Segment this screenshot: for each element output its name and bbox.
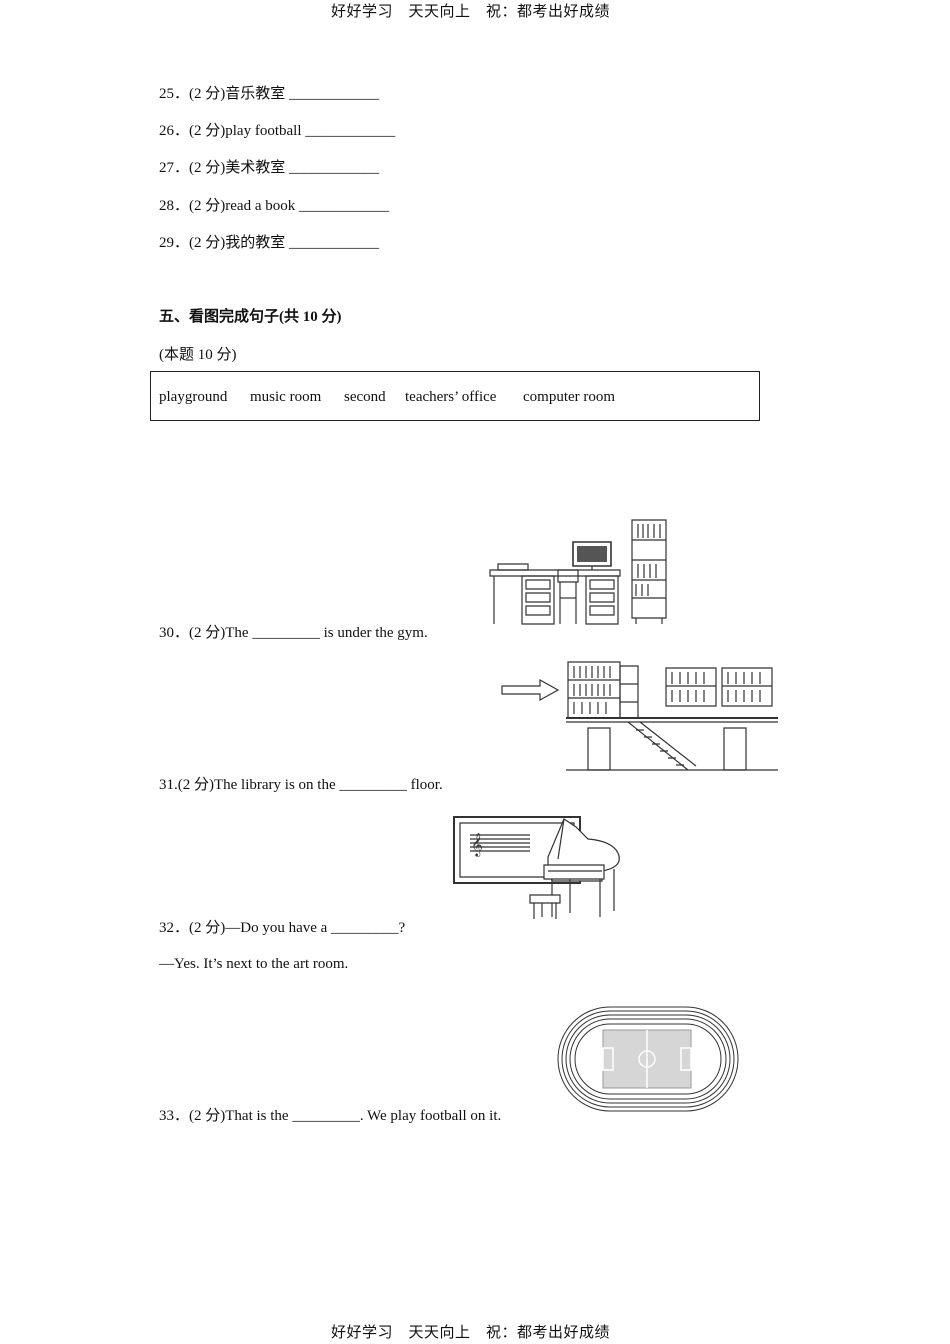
- question-text: (2 分)play football ____________: [189, 123, 396, 139]
- question-27: 27．(2 分)美术教室 ____________: [159, 156, 379, 177]
- question-text: (2 分)美术教室 ____________: [189, 160, 380, 176]
- question-number: 31.: [159, 777, 178, 793]
- section-note: (本题 10 分): [159, 347, 237, 363]
- door: [724, 728, 746, 770]
- question-text: —Yes. It’s next to the art room.: [159, 956, 349, 972]
- music-room-picture: 𝄞: [452, 813, 632, 923]
- question-text: (2 分)音乐教室 ____________: [189, 86, 380, 102]
- question-26: 26．(2 分)play football ____________: [159, 119, 395, 140]
- bookshelf: [568, 662, 620, 718]
- question-28: 28．(2 分)read a book ____________: [159, 194, 389, 215]
- question-number: 26．: [159, 123, 190, 139]
- door: [588, 728, 610, 770]
- section-title: 五、看图完成句子(共 10 分): [159, 309, 342, 325]
- question-32-answer-line: —Yes. It’s next to the art room.: [159, 956, 348, 973]
- chair: [558, 570, 578, 582]
- word-bank: playground music room second teachers’ o…: [150, 371, 760, 421]
- staircase: [628, 722, 696, 770]
- arrow-icon: [502, 680, 558, 700]
- page-footer: 好好学习 天天向上 祝：都考出好成绩: [331, 1325, 611, 1341]
- question-33: 33．(2 分)That is the _________. We play f…: [159, 1104, 501, 1125]
- page-header: 好好学习 天天向上 祝：都考出好成绩: [331, 4, 611, 20]
- computer-room-picture: [488, 518, 668, 628]
- question-number: 27．: [159, 160, 190, 176]
- question-number: 33．: [159, 1108, 190, 1124]
- playground-picture: [557, 1006, 739, 1112]
- question-number: 25．: [159, 86, 190, 102]
- question-text: (2 分)The library is on the _________ flo…: [177, 777, 443, 793]
- word-bank-item: computer room: [523, 389, 616, 405]
- question-text: (2 分)read a book ____________: [189, 198, 389, 214]
- running-track: [558, 1007, 738, 1111]
- question-29: 29．(2 分)我的教室 ____________: [159, 231, 379, 252]
- question-number: 30．: [159, 625, 190, 641]
- word-bank-item: teachers’ office: [405, 389, 497, 405]
- piano-bench: [530, 895, 560, 903]
- word-bank-item: music room: [250, 389, 322, 405]
- question-31: 31.(2 分)The library is on the _________ …: [159, 773, 443, 794]
- desk: [490, 570, 620, 576]
- bookshelf: [632, 520, 666, 618]
- question-text: (2 分)The _________ is under the gym.: [189, 625, 428, 641]
- question-number: 32．: [159, 920, 190, 936]
- treble-clef-icon: 𝄞: [471, 832, 483, 857]
- question-30: 30．(2 分)The _________ is under the gym.: [159, 621, 428, 642]
- question-text: (2 分)That is the _________. We play foot…: [189, 1108, 502, 1124]
- bookshelf: [666, 668, 716, 706]
- question-32: 32．(2 分)—Do you have a _________?: [159, 916, 405, 937]
- question-text: (2 分)—Do you have a _________?: [189, 920, 406, 936]
- question-number: 29．: [159, 235, 190, 251]
- word-bank-item: playground: [159, 389, 228, 405]
- bookshelf: [722, 668, 772, 706]
- word-bank-item: second: [344, 389, 386, 405]
- question-text: (2 分)我的教室 ____________: [189, 235, 380, 251]
- question-number: 28．: [159, 198, 190, 214]
- question-25: 25．(2 分)音乐教室 ____________: [159, 82, 379, 103]
- library-building-picture: [500, 658, 780, 774]
